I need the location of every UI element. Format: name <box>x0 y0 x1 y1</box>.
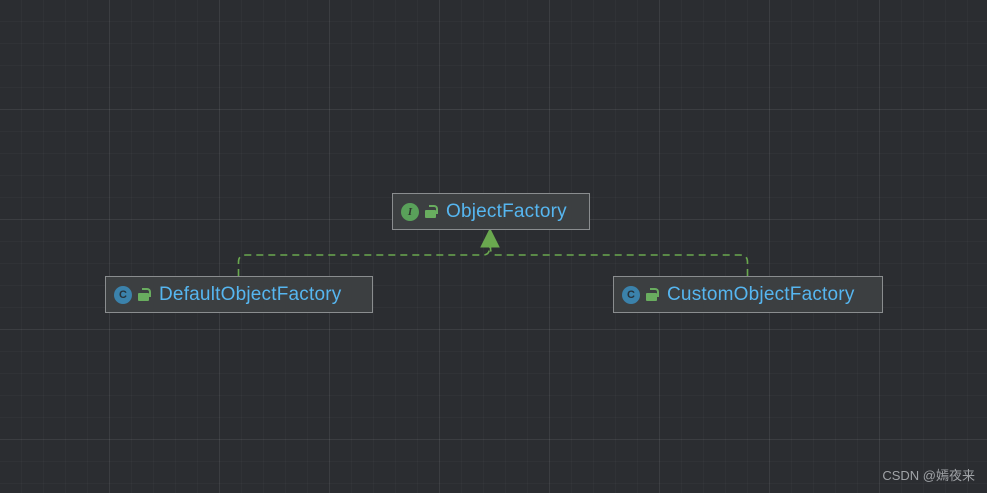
uml-node-default-object-factory[interactable]: C DefaultObjectFactory <box>105 276 373 313</box>
uml-node-custom-object-factory[interactable]: C CustomObjectFactory <box>613 276 883 313</box>
watermark-text: CSDN @嫣夜来 <box>882 468 975 483</box>
unlock-icon <box>425 205 438 218</box>
edge-custom-implements <box>489 246 749 276</box>
class-icon: C <box>114 285 132 304</box>
unlock-icon <box>138 288 151 301</box>
uml-node-object-factory[interactable]: I ObjectFactory <box>392 193 590 230</box>
edge-default-implements <box>237 246 491 276</box>
unlock-icon <box>646 288 659 301</box>
interface-icon: I <box>401 202 419 221</box>
uml-node-label: DefaultObjectFactory <box>159 283 342 305</box>
realization-arrowhead <box>480 227 500 248</box>
uml-node-label: ObjectFactory <box>446 200 567 222</box>
uml-node-label: CustomObjectFactory <box>667 283 855 305</box>
class-icon: C <box>622 285 640 304</box>
